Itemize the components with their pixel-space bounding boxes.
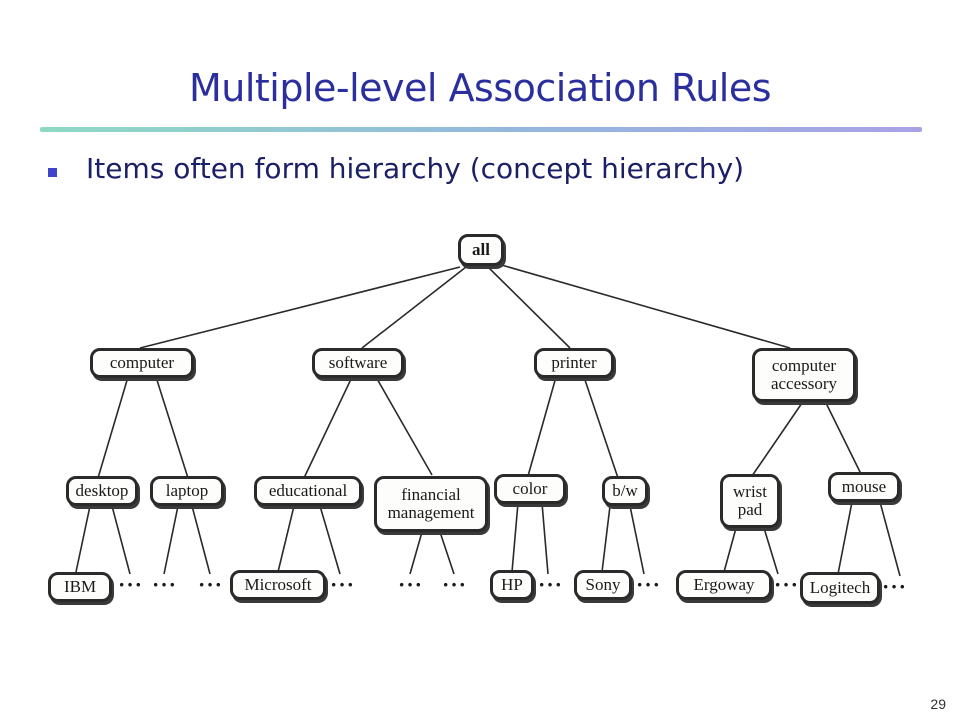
node-educational: educational: [254, 476, 362, 506]
node-ergoway: Ergoway: [676, 570, 772, 600]
edge-all-software: [361, 266, 467, 349]
edge-educational-microsoft: [277, 505, 295, 573]
edge-all-printer: [487, 266, 571, 349]
edge-computer-laptop: [155, 376, 189, 479]
page-number: 29: [930, 696, 946, 712]
edge-all-accessory: [497, 263, 791, 349]
title-divider: [40, 127, 922, 132]
node-hp: HP: [490, 570, 534, 600]
node-laptop: laptop: [150, 476, 224, 506]
edge-accessory-mouse: [825, 402, 863, 477]
node-computer: computer: [90, 348, 194, 378]
node-color: color: [494, 474, 566, 504]
edge-printer-bw: [583, 376, 619, 479]
node-desktop: desktop: [66, 476, 138, 506]
edge-financial-dots-b: [439, 531, 455, 575]
node-microsoft: Microsoft: [230, 570, 326, 600]
ellipsis-desktop: ···: [118, 572, 144, 597]
edge-bw-dots: [629, 505, 645, 575]
ellipsis-educational: ···: [330, 572, 356, 597]
edge-all-computer: [139, 266, 461, 349]
edge-computer-desktop: [97, 376, 129, 479]
node-software: software: [312, 348, 404, 378]
ellipsis-financial-b: ···: [442, 572, 468, 597]
node-wrist-pad: wrist pad: [720, 474, 780, 528]
slide-title: Multiple-level Association Rules: [188, 66, 772, 110]
hierarchy-connectors: [75, 263, 901, 577]
edge-wristpad-ergoway: [723, 527, 737, 573]
edge-desktop-ibm: [75, 505, 91, 573]
node-ibm: IBM: [48, 572, 112, 602]
edge-software-financial: [375, 376, 433, 476]
node-mouse: mouse: [828, 472, 900, 502]
edge-mouse-logitech: [837, 501, 853, 575]
ellipsis-laptop-a: ···: [152, 572, 178, 597]
node-sony: Sony: [574, 570, 632, 600]
edge-color-dots: [541, 502, 549, 575]
bullet-square-icon: [48, 168, 57, 177]
edge-software-educational: [303, 376, 353, 479]
edge-mouse-dots: [879, 501, 901, 577]
edge-laptop-dots-b: [191, 505, 211, 575]
bullet-text: Items often form hierarchy (concept hier…: [86, 152, 745, 185]
edge-bw-sony: [601, 505, 611, 573]
edge-educational-dots: [319, 505, 341, 575]
ellipsis-financial-a: ···: [398, 572, 424, 597]
edge-desktop-dots: [111, 505, 131, 575]
ellipsis-color: ···: [538, 572, 564, 597]
edge-wristpad-dots: [763, 527, 779, 575]
edge-financial-dots-a: [409, 531, 423, 575]
edge-laptop-dots-a: [163, 505, 179, 575]
node-all: all: [458, 234, 504, 266]
edge-color-hp: [511, 502, 519, 573]
ellipsis-mouse: ···: [882, 574, 908, 599]
node-printer: printer: [534, 348, 614, 378]
ellipsis-laptop-b: ···: [198, 572, 224, 597]
edge-accessory-wristpad: [751, 402, 803, 477]
ellipsis-wrist-pad: ···: [774, 572, 800, 597]
node-logitech: Logitech: [800, 572, 880, 604]
concept-hierarchy-diagram: all computer software printer computer a…: [40, 220, 920, 620]
node-financial-management: financial management: [374, 476, 488, 532]
ellipsis-bw: ···: [636, 572, 662, 597]
node-bw: b/w: [602, 476, 648, 506]
node-computer-accessory: computer accessory: [752, 348, 856, 402]
edge-printer-color: [527, 376, 557, 477]
